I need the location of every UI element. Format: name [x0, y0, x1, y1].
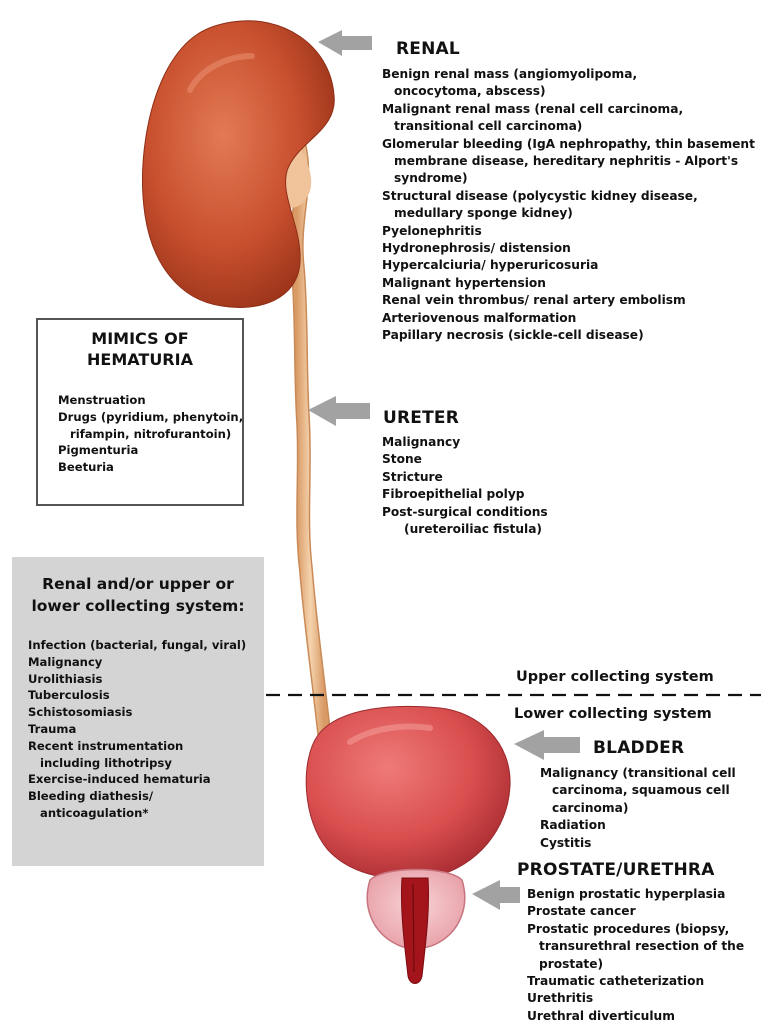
- list-item: Stricture: [382, 469, 602, 486]
- list-item: Prostatic procedures (biopsy, transureth…: [527, 921, 761, 973]
- list-item: Fibroepithelial polyp: [382, 486, 602, 503]
- ureter-heading: URETER: [383, 408, 459, 428]
- list-item: Urethritis: [527, 990, 759, 1007]
- list-item: Prostate cancer: [527, 903, 759, 920]
- bladder-heading: BLADDER: [593, 738, 684, 758]
- list-item: Malignancy: [28, 654, 256, 671]
- list-item: Exercise-induced hematuria: [28, 771, 256, 788]
- list-item: Structural disease (polycystic kidney di…: [382, 188, 726, 223]
- bladder-causes-list: Malignancy (transitional cell carcinoma,…: [540, 765, 750, 852]
- list-item: Traumatic catheterization: [527, 973, 759, 990]
- mimics-title: MIMICS OF HEMATURIA: [38, 328, 242, 370]
- ureter-arrow-icon: [308, 396, 370, 426]
- list-item: Urolithiasis: [28, 671, 256, 688]
- list-item: Beeturia: [58, 459, 238, 476]
- list-item: Bleeding diathesis/ anticoagulation*: [28, 788, 240, 822]
- bladder-illustration: [306, 706, 510, 879]
- list-item: Benign renal mass (angiomyolipoma, oncoc…: [382, 66, 712, 101]
- renal-causes-list: Benign renal mass (angiomyolipoma, oncoc…: [382, 66, 760, 345]
- bladder-arrow-icon: [514, 730, 580, 760]
- renal-heading: RENAL: [396, 39, 460, 59]
- list-item: Stone: [382, 451, 602, 468]
- list-item: Malignancy: [382, 434, 602, 451]
- list-item: Arteriovenous malformation: [382, 310, 760, 327]
- list-item: Papillary necrosis (sickle-cell disease): [382, 327, 760, 344]
- list-item: Tuberculosis: [28, 687, 256, 704]
- list-item: Glomerular bleeding (IgA nephropathy, th…: [382, 136, 761, 188]
- mimics-of-hematuria-box: MIMICS OF HEMATURIA Menstruation Drugs (…: [36, 318, 244, 506]
- prostate-urethra-causes-list: Benign prostatic hyperplasia Prostate ca…: [527, 886, 759, 1025]
- list-item: Pigmenturia: [58, 442, 238, 459]
- upper-collecting-label: Upper collecting system: [516, 669, 714, 685]
- list-item: Radiation: [540, 817, 750, 834]
- list-item: Renal vein thrombus/ renal artery emboli…: [382, 292, 760, 309]
- prostate-urethra-heading: PROSTATE/URETHRA: [517, 860, 715, 880]
- prostate-illustration: [367, 870, 464, 984]
- mimics-list: Menstruation Drugs (pyridium, phenytoin,…: [58, 392, 238, 476]
- list-item: Drugs (pyridium, phenytoin, rifampin, ni…: [58, 409, 248, 443]
- list-item: Pyelonephritis: [382, 223, 760, 240]
- list-item: Recent instrumentation including lithotr…: [28, 738, 240, 772]
- list-item: Malignancy (transitional cell carcinoma,…: [540, 765, 758, 817]
- list-item: Menstruation: [58, 392, 238, 409]
- list-item: Trauma: [28, 721, 256, 738]
- collecting-system-title: Renal and/or upper or lower collecting s…: [12, 573, 264, 617]
- renal-arrow-icon: [318, 30, 372, 56]
- ureter-causes-list: Malignancy Stone Stricture Fibroepitheli…: [382, 434, 602, 538]
- collecting-system-box: Renal and/or upper or lower collecting s…: [12, 557, 264, 866]
- list-item: Hydronephrosis/ distension: [382, 240, 760, 257]
- lower-collecting-label: Lower collecting system: [514, 706, 712, 722]
- collecting-system-list: Infection (bacterial, fungal, viral) Mal…: [28, 637, 256, 822]
- prostate-arrow-icon: [472, 880, 520, 910]
- list-item: Schistosomiasis: [28, 704, 256, 721]
- list-item: Infection (bacterial, fungal, viral): [28, 637, 262, 654]
- list-item: Benign prostatic hyperplasia: [527, 886, 759, 903]
- list-item: Hypercalciuria/ hyperuricosuria: [382, 257, 760, 274]
- list-item: Cystitis: [540, 835, 750, 852]
- list-item: Post-surgical conditions (ureteroiliac f…: [382, 504, 604, 539]
- list-item: Malignant hypertension: [382, 275, 760, 292]
- list-item: Malignant renal mass (renal cell carcino…: [382, 101, 754, 136]
- list-item: Urethral diverticulum: [527, 1008, 759, 1025]
